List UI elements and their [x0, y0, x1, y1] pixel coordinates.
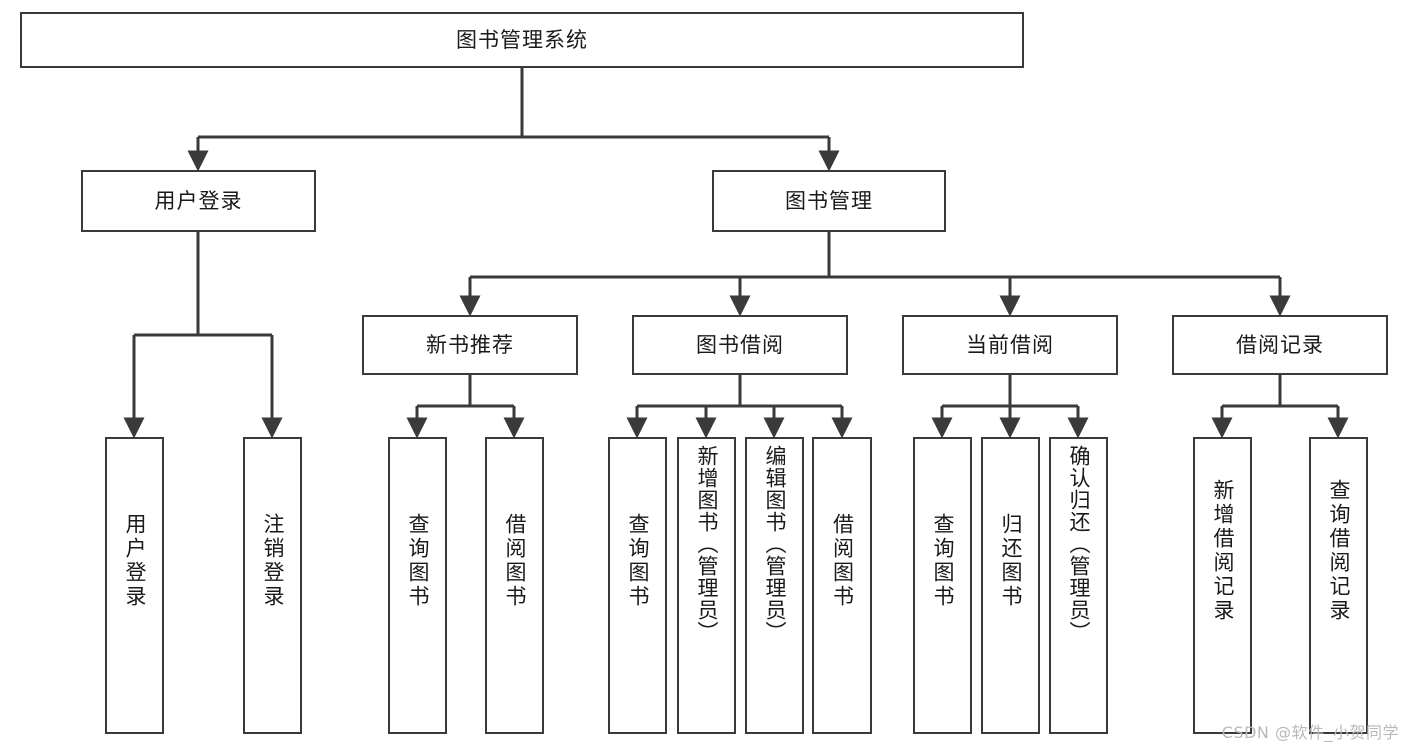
node-current-borrow-label: 当前借阅: [966, 332, 1054, 357]
leaf-bb-add-book[interactable]: 新增图书（管理员）: [677, 437, 736, 734]
node-root[interactable]: 图书管理系统: [20, 12, 1024, 68]
node-book-management[interactable]: 图书管理: [712, 170, 946, 232]
leaf-bb-borrow-book[interactable]: 借阅图书: [812, 437, 872, 734]
node-new-book-recommend[interactable]: 新书推荐: [362, 315, 578, 375]
leaf-bb-edit-book[interactable]: 编辑图书（管理员）: [745, 437, 804, 734]
leaf-nbr-borrow-book-label: 借阅图书: [503, 513, 527, 609]
leaf-user-logout-label: 注销登录: [261, 513, 285, 609]
leaf-cb-return-book-label: 归还图书: [999, 513, 1023, 609]
node-new-book-recommend-label: 新书推荐: [426, 332, 514, 357]
node-book-borrow[interactable]: 图书借阅: [632, 315, 848, 375]
leaf-bb-query-book[interactable]: 查询图书: [608, 437, 667, 734]
node-user-login-label: 用户登录: [154, 188, 243, 213]
leaf-nbr-query-book-label: 查询图书: [406, 513, 430, 609]
leaf-bb-add-book-label: 新增图书（管理员）: [695, 445, 719, 643]
leaf-br-add-record[interactable]: 新增借阅记录: [1193, 437, 1252, 734]
leaf-bb-borrow-book-label: 借阅图书: [830, 513, 855, 609]
node-borrow-record-label: 借阅记录: [1236, 332, 1324, 357]
node-current-borrow[interactable]: 当前借阅: [902, 315, 1118, 375]
leaf-user-login[interactable]: 用户登录: [105, 437, 164, 734]
leaf-cb-return-book[interactable]: 归还图书: [981, 437, 1040, 734]
leaf-br-query-record[interactable]: 查询借阅记录: [1309, 437, 1368, 734]
leaf-user-logout[interactable]: 注销登录: [243, 437, 302, 734]
node-book-management-label: 图书管理: [785, 188, 873, 213]
leaf-cb-query-book-label: 查询图书: [931, 513, 955, 609]
leaf-br-add-record-label: 新增借阅记录: [1211, 479, 1235, 623]
leaf-br-query-record-label: 查询借阅记录: [1327, 479, 1351, 623]
node-user-login[interactable]: 用户登录: [81, 170, 316, 232]
node-borrow-record[interactable]: 借阅记录: [1172, 315, 1388, 375]
leaf-cb-query-book[interactable]: 查询图书: [913, 437, 972, 734]
leaf-bb-query-book-label: 查询图书: [626, 513, 650, 609]
leaf-cb-confirm-return[interactable]: 确认归还（管理员）: [1049, 437, 1108, 734]
leaf-bb-edit-book-label: 编辑图书（管理员）: [763, 445, 787, 643]
node-book-borrow-label: 图书借阅: [696, 332, 784, 357]
node-root-label: 图书管理系统: [456, 27, 588, 52]
leaf-nbr-query-book[interactable]: 查询图书: [388, 437, 447, 734]
leaf-nbr-borrow-book[interactable]: 借阅图书: [485, 437, 544, 734]
leaf-cb-confirm-return-label: 确认归还（管理员）: [1067, 445, 1091, 643]
leaf-user-login-label: 用户登录: [123, 513, 147, 609]
